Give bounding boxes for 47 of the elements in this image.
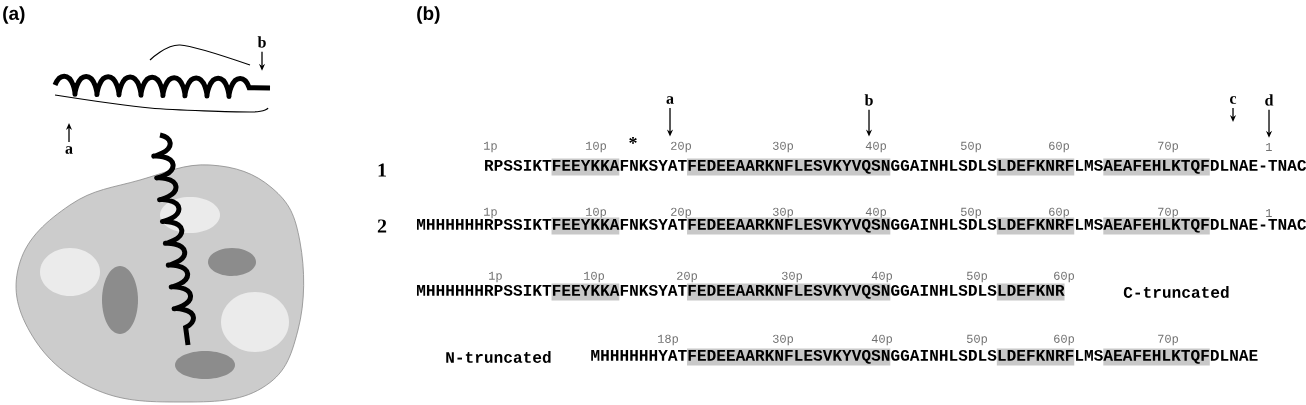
asterisk: * <box>629 137 637 144</box>
site-letter: a <box>65 146 73 154</box>
position-label: 50p <box>966 334 987 346</box>
position-label: 60p <box>1054 271 1074 283</box>
position-label: 60p <box>1049 207 1069 219</box>
position-label: 50p <box>960 207 981 219</box>
site-letter: d <box>1265 94 1274 106</box>
site-letter: b <box>257 36 266 48</box>
position-label: 70p <box>1158 334 1178 346</box>
sequence-text: MHHHHHHYATFEDEEAARKNFLESVKYVQSNGGAINHLSDLSLDEFKNRFLMSAEAFEHLKTQFDLNAE <box>591 348 1258 366</box>
position-label: 1 <box>1266 209 1272 217</box>
construct-label: N-truncated <box>446 351 551 363</box>
position-label: 10p <box>586 141 606 153</box>
position-label: 70p <box>1158 141 1178 153</box>
position-label: 30p <box>772 141 793 153</box>
position-label: 30p <box>772 334 793 346</box>
panel-label: (a) <box>3 6 25 24</box>
position-label: 20p <box>671 207 691 219</box>
position-label: 50p <box>966 271 987 283</box>
position-label: 50p <box>960 141 981 153</box>
row-number: 1 <box>378 163 386 177</box>
position-label: 40p <box>871 271 892 283</box>
position-label: 1p <box>489 271 502 283</box>
site-letter: a <box>666 96 674 104</box>
position-label: 18p <box>658 334 678 346</box>
position-label: 20p <box>677 271 697 283</box>
site-letter: c <box>1230 96 1237 104</box>
position-label: 40p <box>871 334 892 346</box>
panel-label: (b) <box>417 6 440 24</box>
position-label: 60p <box>1049 141 1069 153</box>
position-label: 1p <box>484 207 497 219</box>
position-label: 30p <box>772 207 793 219</box>
position-label: 40p <box>865 207 886 219</box>
position-label: 60p <box>1054 334 1074 346</box>
position-label: 10p <box>586 207 606 219</box>
sequence-text: RPSSIKTFEEYKKAFNKSYATFEDEEAARKNFLESVKYVQSNGGAINHLSDLSLDEFKNRFLMSAEAFEHLKTQFDLNAE-TNAC <box>485 158 1306 176</box>
position-label: 1 <box>1266 143 1272 151</box>
site-letter: b <box>864 94 873 106</box>
position-label: 10p <box>584 271 604 283</box>
position-label: 20p <box>671 141 691 153</box>
row-number: 2 <box>377 219 387 233</box>
position-label: 30p <box>781 271 802 283</box>
position-label: 70p <box>1158 207 1178 219</box>
sequence-text: MHHHHHHRPSSIKTFEEYKKAFNKSYATFEDEEAARKNFLESVKYVQSNGGAINHLSDLSLDEFKNR <box>417 283 1065 301</box>
position-label: 1p <box>484 141 497 153</box>
position-label: 40p <box>865 141 886 153</box>
construct-label: C-truncated <box>1123 286 1229 298</box>
